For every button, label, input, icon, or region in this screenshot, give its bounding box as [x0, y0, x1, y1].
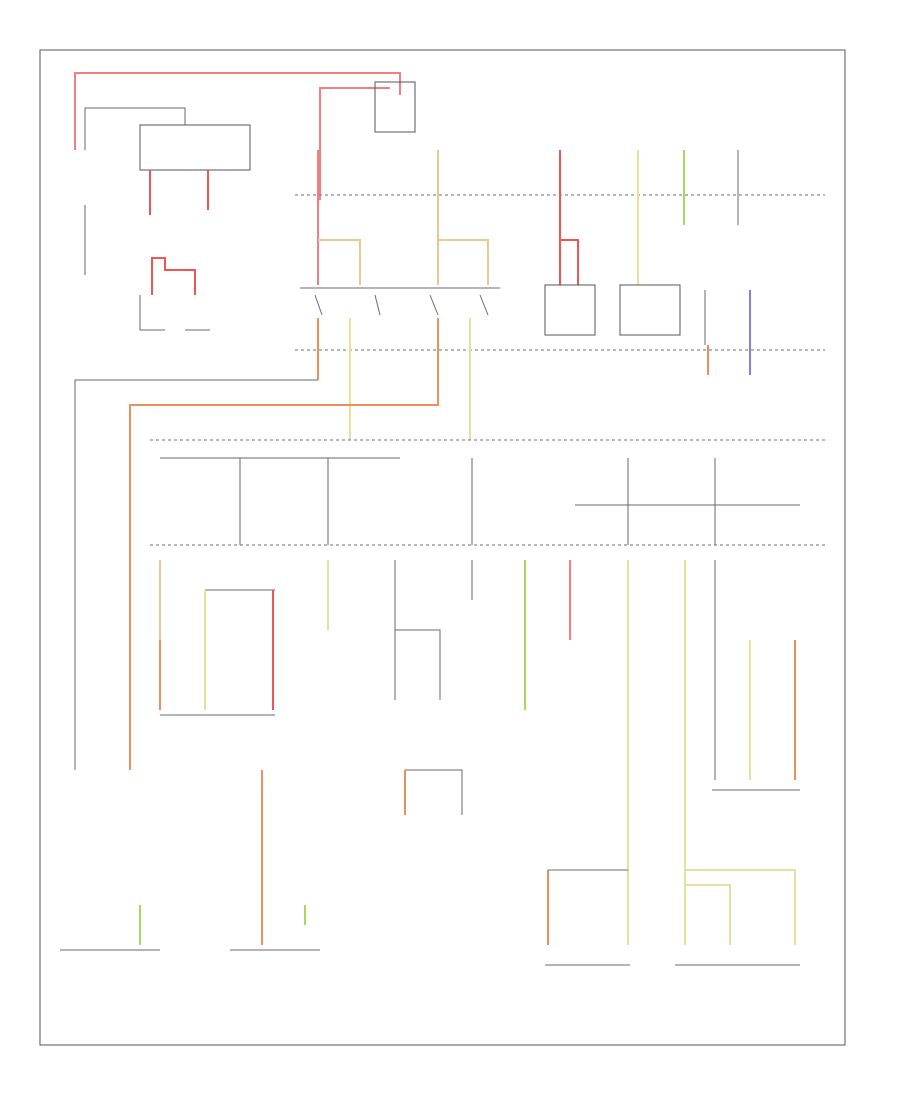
wire-battery-red-down [319, 87, 390, 200]
wire-generator-red [151, 257, 196, 295]
battery-fuse-link [139, 124, 251, 171]
battery-section [74, 72, 416, 331]
relay-row [74, 284, 751, 770]
wire-relay-d [129, 318, 439, 770]
wire-bottom-branch-right [685, 869, 796, 945]
wire-battery-positive [74, 72, 401, 150]
fusible-link-box [374, 81, 416, 133]
wire-left-ground [74, 379, 318, 770]
wire-bottom-branch-right-2 [685, 884, 731, 945]
relay-box-far-right [619, 284, 681, 336]
relay-switch-1 [314, 294, 489, 316]
bottom-section [60, 769, 800, 966]
upper-fuse-drops [317, 150, 739, 285]
generator-outline [139, 295, 210, 331]
wire-fuse-1-branch [318, 239, 361, 285]
relay-box-right [544, 284, 596, 336]
wire-fuse-2-branch [438, 239, 489, 285]
wire-battery-to-link [84, 107, 186, 150]
wire-bottom-loop [405, 769, 463, 815]
consumer-wires [159, 560, 800, 945]
wire-fuse-3-branch [560, 239, 579, 285]
lower-fuse-drops [239, 458, 716, 545]
diagram-frame [39, 49, 846, 1046]
wire-c5-branch [395, 629, 441, 700]
